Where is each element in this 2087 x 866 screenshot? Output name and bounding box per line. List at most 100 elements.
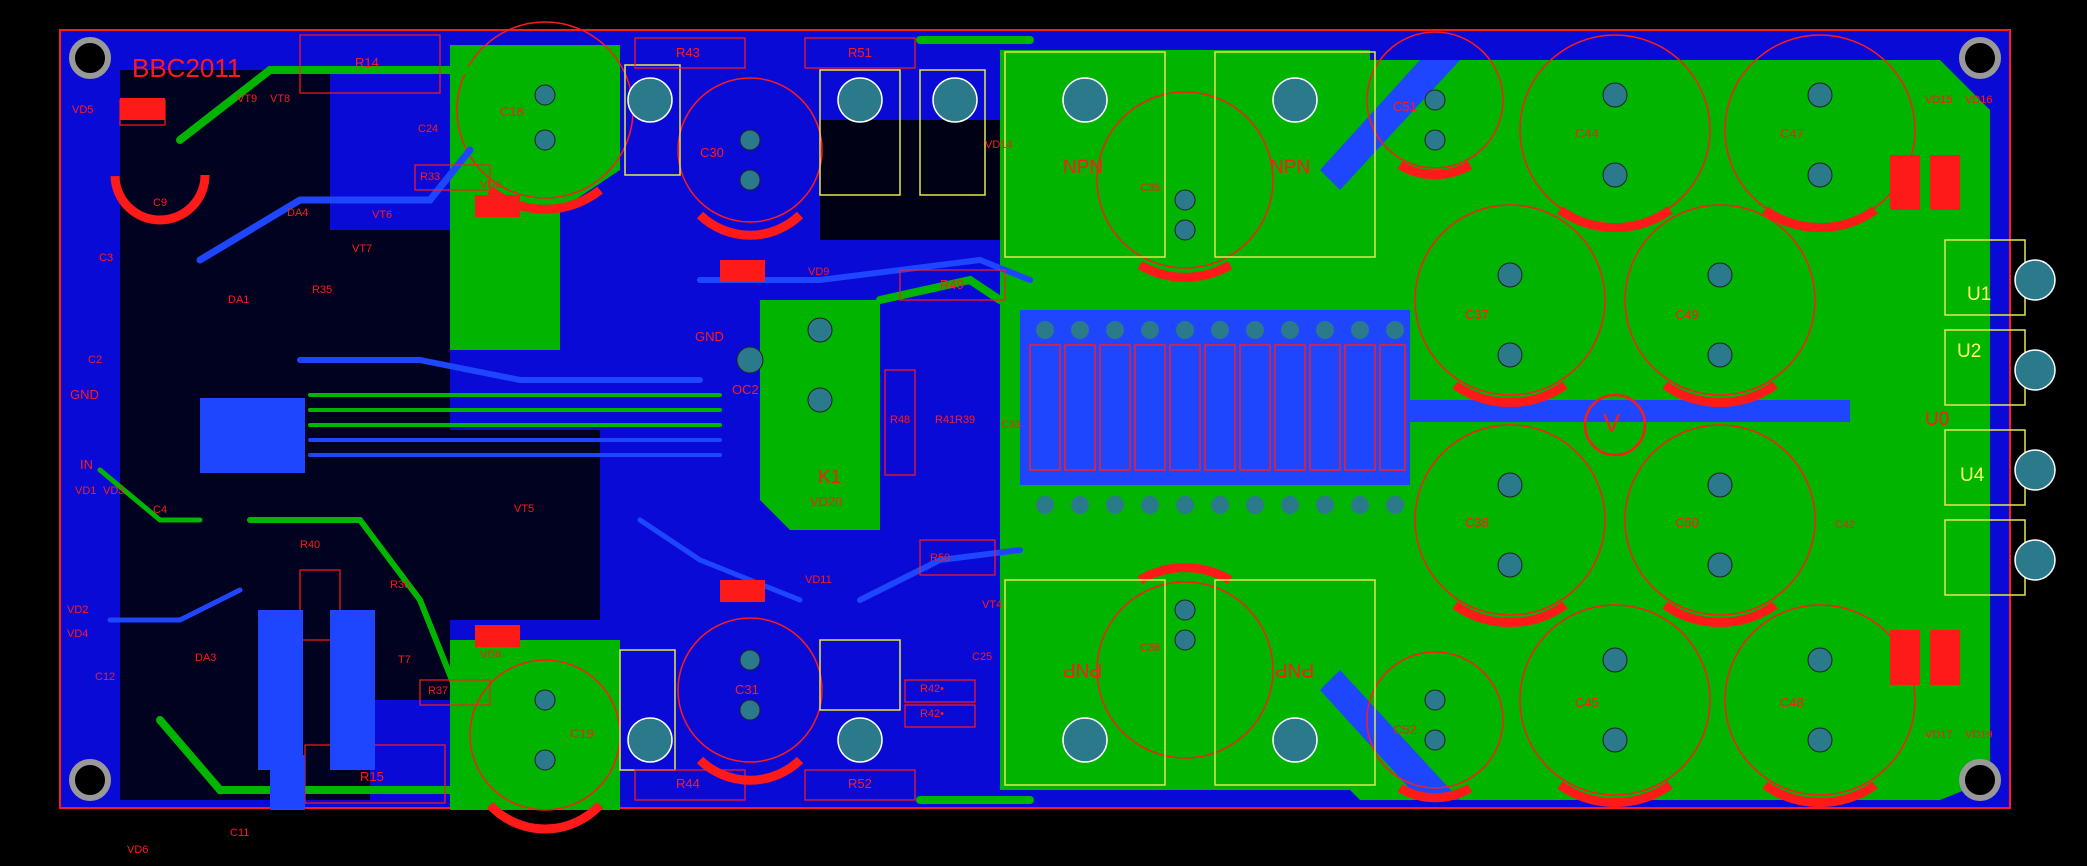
label-c31: C31	[735, 682, 759, 697]
label-c50: C50	[1675, 515, 1699, 530]
label-c12: C12	[95, 671, 116, 683]
board-title: BBC2011	[132, 53, 242, 83]
control-section-area	[120, 70, 600, 800]
label-c42: C42	[1835, 519, 1856, 531]
label-r36: R36	[390, 579, 411, 591]
label-c38: C38	[1465, 515, 1489, 530]
label-vd6: VD6	[480, 179, 502, 191]
label-oc2: OC2	[732, 382, 759, 397]
label-r42a: R42•	[920, 683, 945, 695]
label-vd2: VD2	[67, 604, 89, 616]
label-r42b: R42•	[920, 708, 945, 720]
label-vd3: VD3	[103, 485, 125, 497]
label-c33: C33	[1001, 419, 1022, 431]
label-k1: K1	[818, 467, 842, 488]
copper-pour-left-bottom	[450, 640, 620, 810]
label-da4: DA4	[287, 207, 309, 219]
label-u0: U0	[1925, 409, 1950, 430]
tag-npn-right: NPN	[1270, 157, 1311, 178]
label-vd11: VD11	[805, 574, 832, 586]
pad-field	[534, 82, 1833, 771]
label-r40: R40	[300, 539, 321, 551]
label-c36: C36	[1140, 642, 1161, 654]
label-vd5: VD5	[72, 104, 94, 116]
diode-marks	[120, 98, 1960, 685]
label-vd20: VD20	[810, 494, 843, 509]
label-r50: R50	[930, 552, 951, 564]
label-c2: C2	[88, 354, 103, 366]
label-vd19: VD19	[1965, 729, 1993, 741]
power-transistor-outlines	[619, 51, 2026, 786]
label-u1: U1	[1967, 284, 1992, 305]
smd-blocks	[200, 398, 375, 810]
label-r37: R37	[428, 685, 449, 697]
label-vd1: VD1	[75, 485, 97, 497]
bottom-trace-diag-bottom	[1320, 670, 1460, 800]
label-r51: R51	[848, 45, 872, 60]
label-c52: C52	[1393, 722, 1417, 737]
mounting-holes	[69, 37, 2056, 801]
label-c25: C25	[972, 651, 993, 663]
label-c48: C48	[1780, 695, 1804, 710]
copper-pour-mid	[760, 300, 880, 530]
label-c37: C37	[1465, 307, 1489, 322]
label-u2: U2	[1957, 341, 1982, 362]
label-vt5: VT5	[514, 503, 535, 515]
bank-pads	[1036, 321, 1404, 514]
label-vt7: VT7	[352, 243, 373, 255]
label-da1: DA1	[228, 294, 250, 306]
label-r48: R48	[890, 414, 911, 426]
label-t7: T7	[398, 654, 411, 666]
label-r43: R43	[676, 45, 700, 60]
label-vd8: VD8	[480, 649, 502, 661]
bottom-trace-diag-top	[1320, 60, 1460, 190]
copper-pour-right	[1330, 60, 1990, 800]
label-vt4: VT4	[982, 599, 1003, 611]
label-c45: C45	[1575, 695, 1599, 710]
label-r49: R49	[940, 277, 964, 292]
label-vt9: VT9	[237, 93, 258, 105]
label-c47: C47	[1780, 126, 1804, 141]
label-c11-stray: C11	[230, 827, 250, 839]
input-cap-outline	[110, 125, 210, 225]
label-c51: C51	[1393, 99, 1417, 114]
label-u4: U4	[1960, 465, 1985, 486]
driver-section-area	[820, 120, 1005, 240]
label-vd9: VD9	[808, 266, 830, 278]
label-c49: C49	[1675, 307, 1699, 322]
net-in: IN	[80, 457, 93, 472]
label-c9: C9	[153, 197, 168, 209]
label-c35: C35	[1140, 182, 1161, 194]
label-c4: C4	[153, 504, 168, 516]
label-vt6: VT6	[372, 209, 393, 221]
label-vd4: VD4	[67, 628, 89, 640]
label-r41: R41	[935, 414, 956, 426]
label-r52: R52	[848, 776, 872, 791]
tag-pnp-right: PNP	[1275, 659, 1315, 680]
label-vd17: VD17	[1925, 729, 1953, 741]
label-r33: R33	[420, 171, 441, 183]
label-vd6-stray: VD6	[127, 844, 149, 856]
label-c24: C24	[418, 123, 439, 135]
bottom-trace-centre	[1410, 400, 1850, 422]
label-r15: R15	[360, 769, 384, 784]
net-gnd-left: GND	[70, 387, 99, 402]
net-gnd-mid: GND	[695, 329, 724, 344]
emitter-resistor-bank	[1029, 344, 1406, 471]
voltmeter-letter: V	[1603, 408, 1621, 438]
label-r39: R39	[955, 414, 976, 426]
voltmeter-symbol	[1583, 393, 1647, 457]
tag-npn-left: NPN	[1063, 157, 1104, 178]
label-r35: R35	[312, 284, 333, 296]
label-c30: C30	[700, 145, 724, 160]
label-vt8: VT8	[270, 93, 291, 105]
tag-pnp-left: PNP	[1063, 659, 1103, 680]
label-vd16: VD16	[1965, 94, 1993, 106]
label-r44: R44	[676, 776, 700, 791]
label-c19: C19	[570, 726, 594, 741]
label-r14: R14	[355, 55, 379, 70]
label-c18: C18	[500, 104, 524, 119]
label-vd14: VD14	[985, 139, 1013, 151]
label-vd15: VD15	[1925, 94, 1953, 106]
